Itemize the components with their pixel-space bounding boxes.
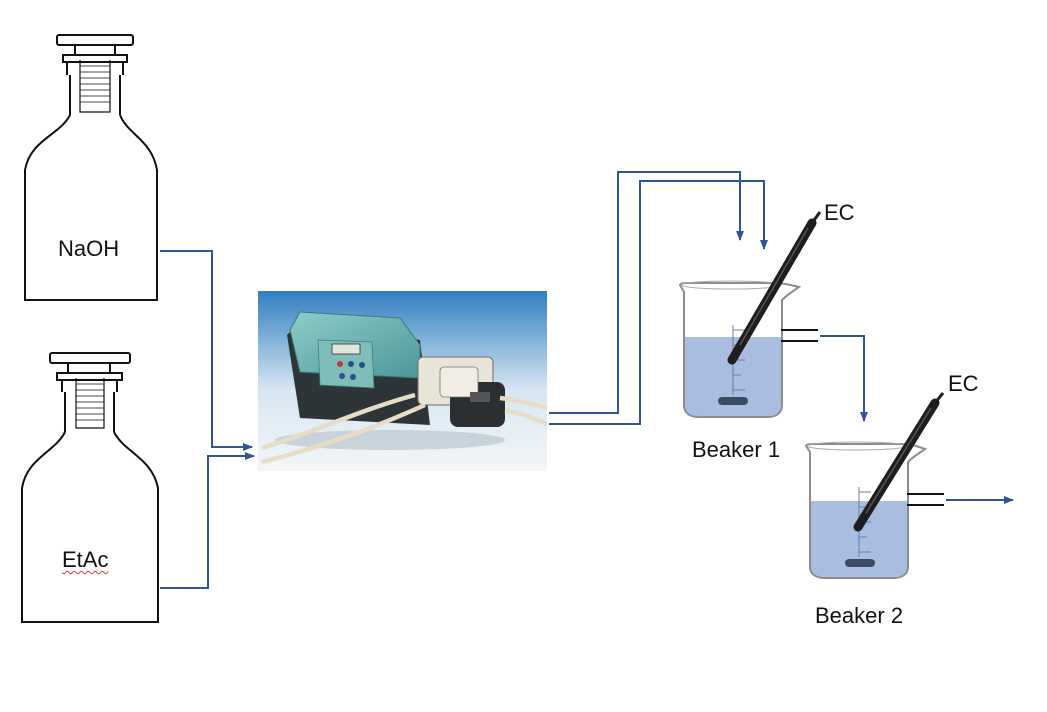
overflow-line-1: [820, 335, 868, 422]
peristaltic-pump: [258, 291, 548, 471]
outlet-lines: [549, 171, 768, 425]
ec-probe-1: [727, 211, 822, 365]
naoh-bottle: [24, 34, 158, 301]
beaker-2: [804, 441, 944, 579]
etac-label: EtAc: [62, 547, 109, 572]
ec-label-2: EC: [948, 371, 979, 396]
ec-label-1: EC: [824, 200, 855, 225]
naoh-label: NaOH: [58, 236, 120, 261]
beaker-1: [678, 280, 818, 418]
ec-probe-2: [853, 392, 945, 532]
beaker-2-label: Beaker 2: [815, 603, 904, 628]
beaker-1-label: Beaker 1: [692, 437, 781, 462]
etac-bottle: [21, 352, 159, 623]
feed-lines: [160, 250, 255, 589]
